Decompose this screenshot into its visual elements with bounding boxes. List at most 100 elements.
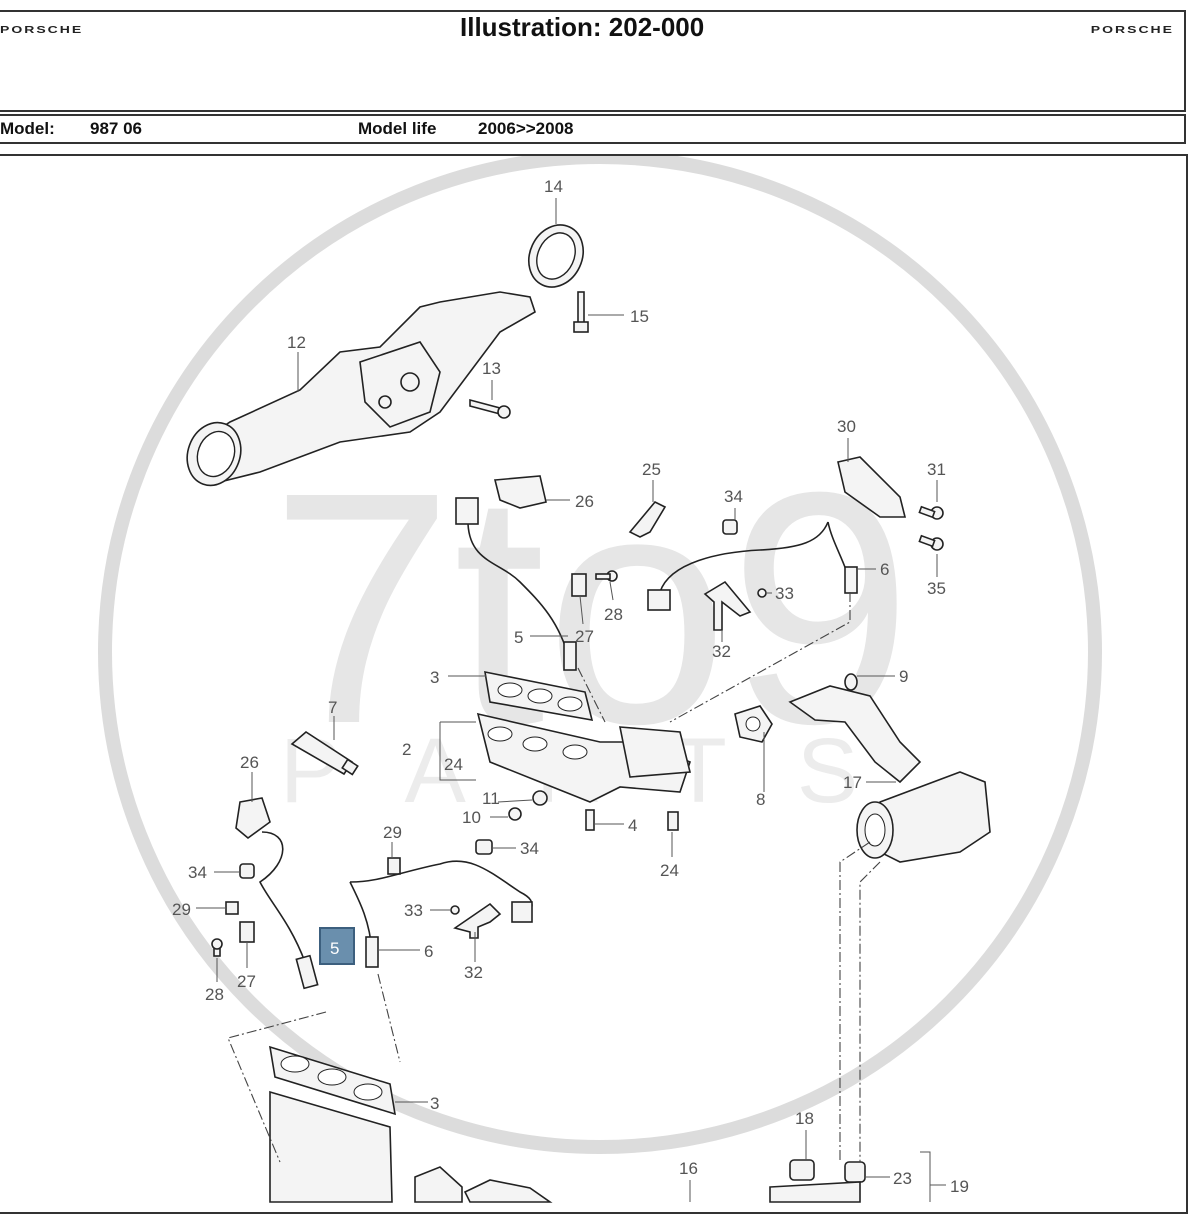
callout-8[interactable]: 8 bbox=[756, 790, 765, 809]
model-value: 987 06 bbox=[90, 119, 142, 138]
part-pipe-19[interactable] bbox=[769, 1181, 861, 1203]
callout-11[interactable]: 11 bbox=[482, 789, 500, 808]
callout-29-left[interactable]: 29 bbox=[172, 900, 191, 919]
watermark-text: 7to9 bbox=[270, 423, 912, 792]
callout-labels: 14 15 12 13 30 31 35 25 34 26 6 33 28 27… bbox=[172, 177, 969, 1196]
part-manifold-lower[interactable] bbox=[269, 1090, 553, 1203]
part-holder-26-upper[interactable] bbox=[493, 475, 547, 509]
callout-30[interactable]: 30 bbox=[837, 417, 856, 436]
part-grommet-34-left[interactable] bbox=[239, 863, 255, 879]
part-bolt-31[interactable] bbox=[918, 505, 944, 520]
part-oxygen-sensor-upper[interactable] bbox=[455, 497, 577, 671]
model-life-value: 2006>>2008 bbox=[478, 119, 574, 138]
callout-27-upper[interactable]: 27 bbox=[575, 627, 594, 646]
callout-15[interactable]: 15 bbox=[630, 307, 649, 326]
callout-24-manifold[interactable]: 24 bbox=[444, 755, 463, 774]
callout-34-upper[interactable]: 34 bbox=[724, 487, 743, 506]
part-nut-33-upper[interactable] bbox=[757, 588, 767, 598]
diagram-frame: 7to9 PARTS bbox=[0, 154, 1188, 1214]
part-bracket-30[interactable] bbox=[837, 456, 907, 518]
part-oxygen-sensor-5-lower[interactable] bbox=[258, 831, 319, 990]
callout-32-lower[interactable]: 32 bbox=[464, 963, 483, 982]
callout-14[interactable]: 14 bbox=[544, 177, 563, 196]
part-manifold-2[interactable] bbox=[476, 712, 692, 803]
watermark-ring bbox=[98, 156, 1102, 1154]
callout-18[interactable]: 18 bbox=[795, 1109, 814, 1128]
callout-2[interactable]: 2 bbox=[402, 740, 411, 759]
callout-4[interactable]: 4 bbox=[628, 816, 637, 835]
part-washer-11[interactable] bbox=[532, 790, 548, 806]
part-muffler-17[interactable] bbox=[856, 771, 991, 863]
callout-33-upper[interactable]: 33 bbox=[775, 584, 794, 603]
callout-17[interactable]: 17 bbox=[843, 773, 862, 792]
callout-25[interactable]: 25 bbox=[642, 460, 661, 479]
part-gasket-3-upper[interactable] bbox=[484, 670, 594, 722]
callout-3-lower[interactable]: 3 bbox=[430, 1094, 439, 1113]
callout-19[interactable]: 19 bbox=[950, 1177, 969, 1196]
part-holder-26-lower[interactable] bbox=[235, 797, 271, 840]
part-screw-28-upper[interactable] bbox=[595, 570, 618, 582]
part-clamp-ring[interactable] bbox=[519, 216, 593, 296]
part-nut-33-lower[interactable] bbox=[450, 905, 460, 915]
model-life-label: Model life bbox=[358, 119, 437, 138]
callout-28-lower[interactable]: 28 bbox=[205, 985, 224, 1004]
callout-33-lower[interactable]: 33 bbox=[404, 901, 423, 920]
part-nut-10[interactable] bbox=[508, 807, 522, 821]
part-oxygen-sensor-6-upper[interactable] bbox=[647, 521, 858, 611]
part-bolt-13[interactable] bbox=[469, 398, 511, 419]
part-bracket-32-lower[interactable] bbox=[453, 902, 502, 939]
part-clamp-18[interactable] bbox=[789, 1159, 815, 1181]
part-bracket-27-lower[interactable] bbox=[239, 921, 255, 943]
callout-26-lower[interactable]: 26 bbox=[240, 753, 259, 772]
part-bracket-27-upper[interactable] bbox=[571, 573, 587, 597]
callout-29-mid[interactable]: 29 bbox=[383, 823, 402, 842]
callout-28-upper[interactable]: 28 bbox=[604, 605, 623, 624]
callout-10[interactable]: 10 bbox=[462, 808, 481, 827]
part-pipe-upper[interactable] bbox=[788, 685, 922, 784]
callout-16[interactable]: 16 bbox=[679, 1159, 698, 1178]
part-clip-29-mid[interactable] bbox=[387, 857, 401, 875]
part-bolt-35[interactable] bbox=[918, 534, 944, 551]
callout-35[interactable]: 35 bbox=[927, 579, 946, 598]
callout-5-upper[interactable]: 5 bbox=[514, 628, 523, 647]
callout-24-bolt[interactable]: 24 bbox=[660, 861, 679, 880]
callout-26-upper[interactable]: 26 bbox=[575, 492, 594, 511]
callout-32-upper[interactable]: 32 bbox=[712, 642, 731, 661]
part-grommet-34-mid[interactable] bbox=[475, 839, 493, 855]
part-clamp-23[interactable] bbox=[844, 1161, 866, 1183]
part-bracket-32-upper[interactable] bbox=[703, 580, 752, 631]
part-stud-4[interactable] bbox=[585, 809, 595, 831]
part-bracket-12[interactable] bbox=[179, 291, 536, 493]
callout-3-upper[interactable]: 3 bbox=[430, 668, 439, 687]
callout-9[interactable]: 9 bbox=[899, 667, 908, 686]
part-clip-25[interactable] bbox=[628, 501, 667, 538]
callout-12[interactable]: 12 bbox=[287, 333, 306, 352]
callout-5-selected[interactable]: 5 bbox=[330, 939, 339, 958]
part-nut-9[interactable] bbox=[844, 673, 858, 691]
callout-6-upper[interactable]: 6 bbox=[880, 560, 889, 579]
part-grommet-34-upper[interactable] bbox=[722, 519, 738, 535]
leader-lines bbox=[196, 198, 946, 1202]
watermark: 7to9 PARTS bbox=[98, 156, 1102, 1154]
callout-31[interactable]: 31 bbox=[927, 460, 946, 479]
callout-23[interactable]: 23 bbox=[893, 1169, 912, 1188]
callout-7[interactable]: 7 bbox=[328, 698, 337, 717]
part-bolt-24[interactable] bbox=[667, 811, 679, 831]
header-frame bbox=[0, 10, 1186, 112]
assembly-lines bbox=[227, 592, 881, 1163]
part-oxygen-sensor-6-lower[interactable] bbox=[349, 860, 533, 968]
selected-callout-box[interactable] bbox=[319, 927, 355, 965]
brand-logo-right: PORSCHE bbox=[1090, 24, 1174, 36]
part-paste-tube-7[interactable] bbox=[290, 731, 359, 776]
brand-logo-left: PORSCHE bbox=[0, 24, 84, 36]
part-bolt-15[interactable] bbox=[573, 291, 589, 333]
callout-34-mid[interactable]: 34 bbox=[520, 839, 539, 858]
part-gasket-3-lower[interactable] bbox=[268, 1045, 397, 1116]
callout-6-lower[interactable]: 6 bbox=[424, 942, 433, 961]
part-gasket-8[interactable] bbox=[734, 705, 773, 743]
part-clip-29-left[interactable] bbox=[225, 901, 239, 915]
callout-27-lower[interactable]: 27 bbox=[237, 972, 256, 991]
part-screw-28-lower[interactable] bbox=[211, 938, 223, 957]
callout-34-left[interactable]: 34 bbox=[188, 863, 207, 882]
callout-13[interactable]: 13 bbox=[482, 359, 501, 378]
